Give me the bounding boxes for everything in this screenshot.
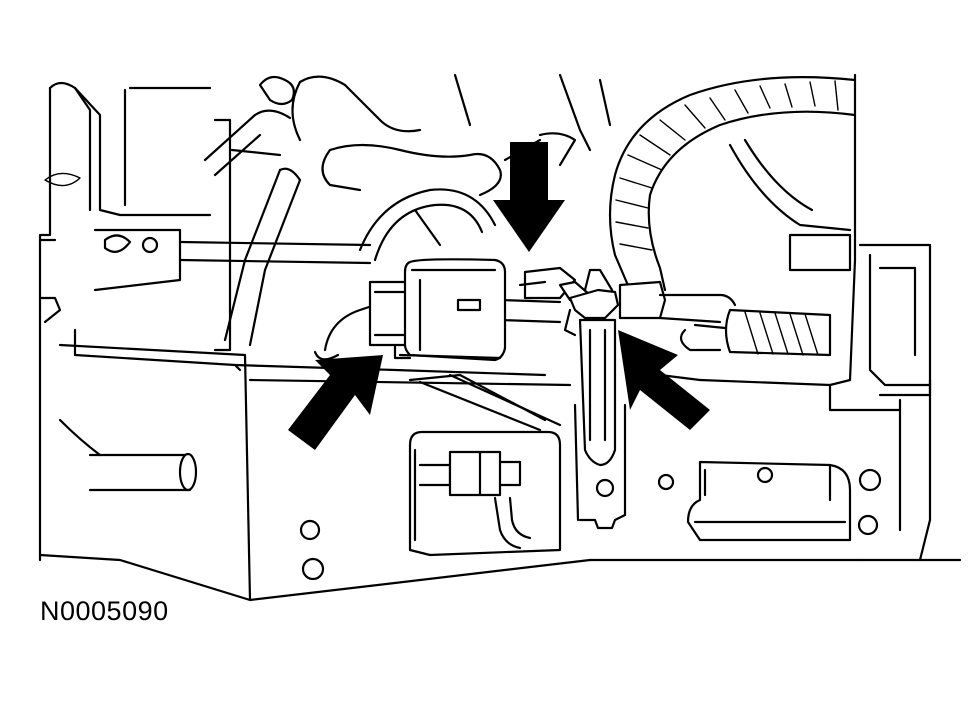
electrical-connector [368,258,507,362]
cross-rod [178,240,562,324]
loop-wire [313,188,497,361]
figure-id-label: N0005090 [40,596,169,626]
hand-and-wires [258,73,612,197]
lower-right-bracket [686,460,852,542]
left-pipe [58,418,198,492]
callout-arrows [288,142,710,450]
main-panel [38,343,962,602]
harness-clip [518,266,667,530]
corrugated-conduit [608,76,857,292]
hose [203,109,302,352]
callout-arrow-upper-left [618,330,710,430]
right-wire [658,293,832,357]
left-panel [38,81,212,562]
right-brackets [788,73,932,562]
callout-arrow-upper-right [288,355,383,450]
callout-arrow-down [493,142,565,252]
lower-opening [408,430,562,557]
